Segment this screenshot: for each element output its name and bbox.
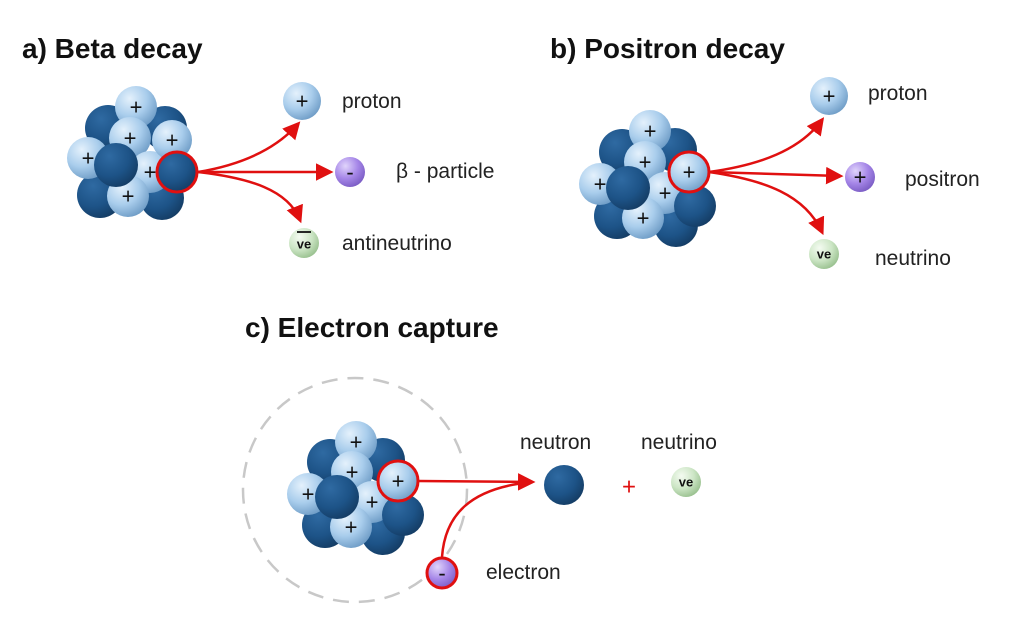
proton-plus-sign: +: [82, 146, 95, 171]
arrow-to-neutron: [417, 473, 536, 491]
electron-capture-path: [440, 480, 533, 558]
neutrino-label: neutrino: [641, 431, 717, 454]
proton-plus-sign: +: [122, 184, 135, 209]
antineutrino-label: antineutrino: [342, 232, 452, 255]
antineutrino-particle: [289, 228, 319, 258]
produced-neutrino: [671, 467, 701, 497]
neutron: [315, 475, 359, 519]
arrow-to-antineutrino: [197, 170, 303, 224]
proton-plus-sign: +: [302, 482, 315, 507]
panel-a-title: a) Beta decay: [22, 33, 203, 64]
panel-c-title: c) Electron capture: [245, 312, 499, 343]
proton-plus-sign: +: [637, 206, 650, 231]
neutrino-symbol: ve: [817, 247, 831, 262]
electron-orbit: [241, 376, 469, 604]
neutrino-symbol: ve: [679, 475, 693, 490]
beta-particle: [335, 157, 365, 187]
panel-b-title: b) Positron decay: [550, 33, 785, 64]
neutron: [606, 166, 650, 210]
beta-particle-label: β - particle: [396, 160, 494, 183]
panel-beta-decay: a) Beta decay + + + + + + +: [22, 33, 494, 258]
proton-plus-sign: +: [144, 160, 157, 185]
highlighted-neutron: [155, 150, 199, 194]
proton-plus-sign: +: [124, 126, 137, 151]
minus-sign: -: [346, 160, 353, 185]
emitted-proton: [810, 77, 848, 115]
neutron: [674, 185, 716, 227]
positron-particle: [845, 162, 875, 192]
proton: [152, 120, 192, 160]
proton-plus-sign: +: [594, 172, 607, 197]
reaction-plus-sign: +: [622, 474, 636, 501]
proton-plus-sign: +: [639, 150, 652, 175]
neutrino-label: neutrino: [875, 247, 951, 270]
proton-plus-sign: +: [683, 160, 696, 185]
neutrino-symbol: ve: [297, 237, 311, 252]
arrow-to-positron: [708, 166, 844, 185]
proton-label: proton: [868, 82, 928, 105]
proton-plus-sign: +: [644, 119, 657, 144]
arrows-b: [708, 117, 844, 236]
proton-plus-sign: +: [346, 460, 359, 485]
proton-label: proton: [342, 90, 402, 113]
neutron-label: neutron: [520, 431, 591, 454]
neutron: [382, 494, 424, 536]
arrow-to-proton: [197, 121, 301, 174]
minus-sign: -: [438, 561, 445, 586]
arrow-to-neutrino: [708, 170, 825, 236]
proton-plus-sign: +: [166, 128, 179, 153]
positron-label: positron: [905, 168, 980, 191]
produced-neutron: [544, 465, 584, 505]
arrows-a: [197, 121, 334, 224]
plus-sign: +: [854, 165, 867, 190]
proton-plus-sign: +: [823, 84, 836, 109]
panel-positron-decay: b) Positron decay + + + + + +: [550, 33, 980, 270]
nucleus-a: + + + + + +: [67, 86, 199, 220]
arrows-c: [417, 473, 536, 558]
proton: [629, 110, 671, 152]
nucleus-b: + + + + + +: [579, 110, 716, 247]
electron-label: electron: [486, 561, 561, 584]
proton-plus-sign: +: [130, 95, 143, 120]
proton-plus-sign: +: [392, 469, 405, 494]
panel-electron-capture: c) Electron capture + + + + + +: [241, 312, 717, 604]
proton-plus-sign: +: [350, 430, 363, 455]
proton-plus-sign: +: [659, 181, 672, 206]
neutrino-particle: [809, 239, 839, 269]
proton-plus-sign: +: [366, 490, 379, 515]
nucleus-c: + + + + + +: [287, 421, 424, 555]
neutron: [94, 143, 138, 187]
captured-electron: [425, 556, 459, 590]
emitted-proton: [283, 82, 321, 120]
proton-plus-sign: +: [296, 89, 309, 114]
arrow-to-proton: [708, 117, 825, 174]
proton-plus-sign: +: [345, 515, 358, 540]
